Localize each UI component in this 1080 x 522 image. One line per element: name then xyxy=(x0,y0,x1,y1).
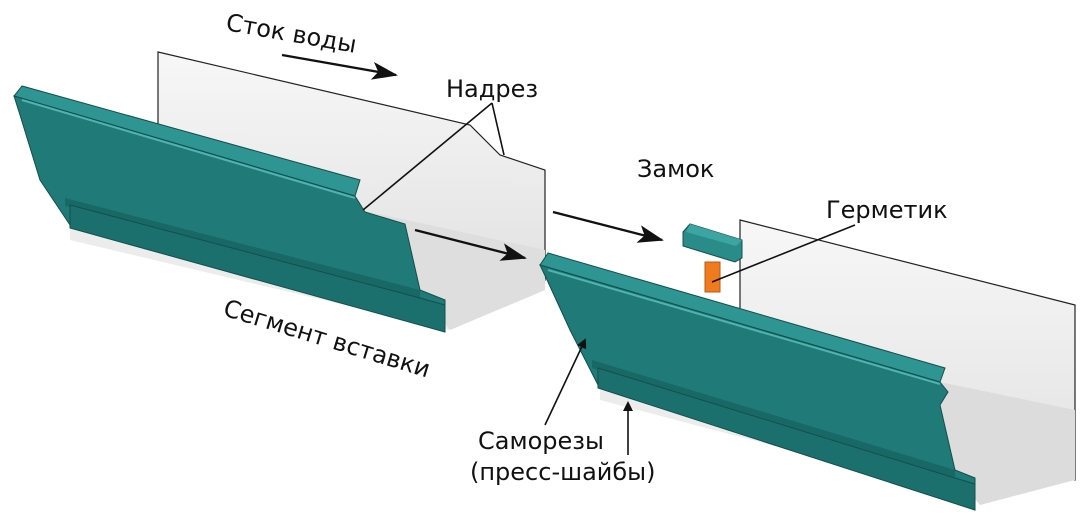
right-gutter-inner-shade xyxy=(930,380,1075,505)
screws-pointer-1 xyxy=(544,338,587,426)
left-front-lower xyxy=(69,204,446,333)
notch-pointer-1 xyxy=(362,102,493,211)
label-water-flow: Сток воды xyxy=(224,8,359,58)
sealant-pointer xyxy=(711,224,856,283)
right-highlight xyxy=(547,269,941,385)
main-gutter-segment xyxy=(539,219,1076,511)
label-lock: Замок xyxy=(637,155,714,183)
left-highlight xyxy=(21,99,356,199)
insert-direction-arrow xyxy=(414,228,527,261)
water-flow-arrow xyxy=(281,53,398,80)
label-screws: Саморезы xyxy=(478,427,604,455)
notch-pointer-2 xyxy=(491,102,505,156)
sealant-strip xyxy=(704,261,721,293)
label-press-washers: (пресс-шайбы) xyxy=(470,458,655,486)
left-front-rib xyxy=(65,198,420,298)
right-front-lower xyxy=(597,367,976,511)
insert-segment xyxy=(13,51,546,333)
lock-direction-arrow xyxy=(552,210,664,243)
label-notch: Надрез xyxy=(446,75,538,103)
lock-top xyxy=(686,224,742,246)
lock-part xyxy=(682,223,743,293)
label-sealant: Герметик xyxy=(826,196,948,224)
right-front-rib xyxy=(592,360,955,478)
